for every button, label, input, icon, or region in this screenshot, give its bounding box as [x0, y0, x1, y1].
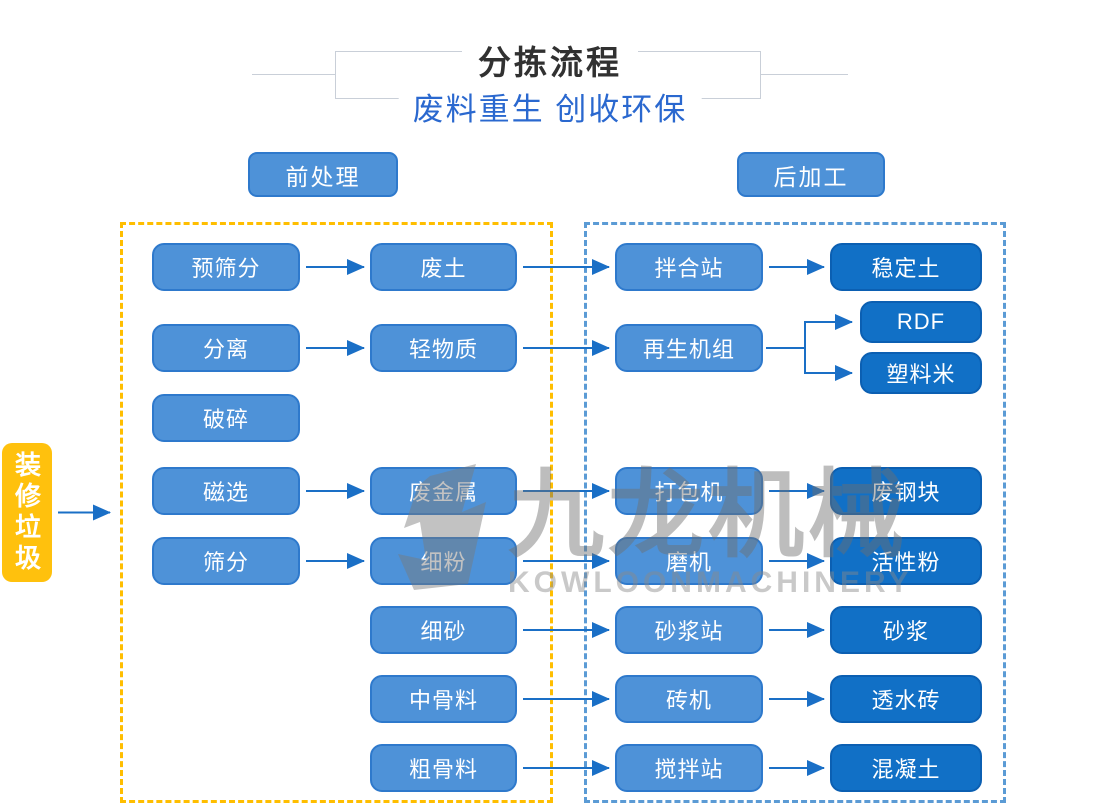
page-subtitle: 废料重生 创收环保: [398, 84, 702, 129]
node-zhuanji: 砖机: [615, 675, 763, 723]
node-feijinshu: 废金属: [370, 467, 517, 515]
node-feigangkuai: 废钢块: [830, 467, 982, 515]
node-jiaobanzhan: 搅拌站: [615, 744, 763, 792]
node-moji: 磨机: [615, 537, 763, 585]
section-label-preprocessing: 前处理: [248, 152, 398, 197]
node-toushuizhuan: 透水砖: [830, 675, 982, 723]
node-feitu: 废土: [370, 243, 517, 291]
node-dabaoji: 打包机: [615, 467, 763, 515]
node-zaishengjizu: 再生机组: [615, 324, 763, 372]
node-posui: 破碎: [152, 394, 300, 442]
node-rdf: RDF: [860, 301, 982, 343]
node-hunningtu: 混凝土: [830, 744, 982, 792]
node-xifen: 细粉: [370, 537, 517, 585]
node-xisha: 细砂: [370, 606, 517, 654]
node-banhezhan: 拌合站: [615, 243, 763, 291]
node-shajiangzhan: 砂浆站: [615, 606, 763, 654]
node-shaifen: 筛分: [152, 537, 300, 585]
node-fenli: 分离: [152, 324, 300, 372]
postprocessing-region: [584, 222, 1006, 803]
node-huoxingfen: 活性粉: [830, 537, 982, 585]
node-suliaomi: 塑料米: [860, 352, 982, 394]
preprocessing-region: [120, 222, 553, 803]
node-qingwuzhi: 轻物质: [370, 324, 517, 372]
page-title: 分拣流程: [462, 36, 638, 84]
section-label-postprocessing: 后加工: [737, 152, 885, 197]
node-zhongguliao: 中骨料: [370, 675, 517, 723]
node-shajiang: 砂浆: [830, 606, 982, 654]
node-cixuan: 磁选: [152, 467, 300, 515]
node-cuguliao: 粗骨料: [370, 744, 517, 792]
node-yushaifen: 预筛分: [152, 243, 300, 291]
source-node-decoration-waste: 装修垃圾: [2, 443, 52, 582]
node-wendingtu: 稳定土: [830, 243, 982, 291]
